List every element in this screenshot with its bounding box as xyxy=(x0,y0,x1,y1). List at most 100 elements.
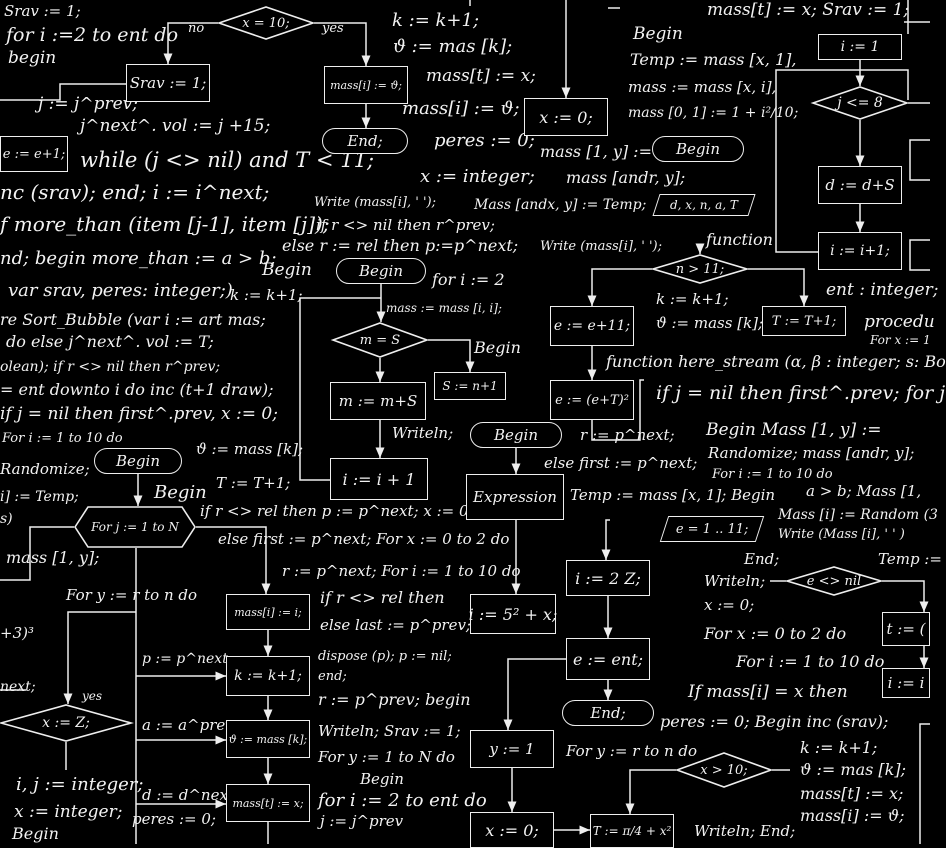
code-line-t57: r := p^next; For i := 1 to 10 do xyxy=(282,562,521,580)
flow-node-label: e := e+11; xyxy=(553,318,631,334)
code-line-t6: k := k+1; xyxy=(392,10,480,31)
code-line-t73: Write (mass[i], ' '); xyxy=(540,239,662,254)
flow-node-rect-b27: i := 2 Z; xyxy=(566,560,650,596)
code-line-t81: Temp := mass [x, 1]; Begin xyxy=(570,486,776,504)
flow-node-rect-b11: d := d+S xyxy=(818,166,902,204)
code-line-t24: nd; begin more_than := a > b; xyxy=(0,248,277,269)
code-line-t83: Randomize; mass [andr, y]; xyxy=(708,444,915,462)
code-line-t70: d := d^next; xyxy=(142,786,240,804)
code-line-t43: yes xyxy=(82,689,103,703)
flow-node-label: e := ent; xyxy=(572,649,644,669)
code-line-t34: Randomize; xyxy=(0,460,90,478)
flow-node-border: e := e+11; xyxy=(550,306,634,346)
code-line-t82: Begin Mass [1, y] := xyxy=(706,420,882,440)
flow-node-pill-b23: Begin xyxy=(94,448,182,474)
flow-node-label: ϑ := mass [k]; xyxy=(228,732,308,746)
code-line-t25: var srav, peres: integer;) xyxy=(8,280,233,301)
flow-node-label: i := i + 1 xyxy=(342,469,416,489)
code-line-t35: T := T+1; xyxy=(216,474,291,492)
flow-node-border: e := ent; xyxy=(566,638,650,680)
flow-node-rect-b21: e := (e+T)² xyxy=(550,380,634,420)
flow-node-pill-b13: Begin xyxy=(336,258,426,284)
flow-node-label: Begin xyxy=(676,140,720,158)
flow-node-label: e := e+1; xyxy=(2,146,66,162)
code-line-t31: if j = nil then first^.prev, x := 0; xyxy=(0,404,278,424)
flow-node-rect-b31: t := ( xyxy=(882,612,930,646)
flow-node-label: x = 10; xyxy=(242,15,290,31)
flow-node-label: t := ( xyxy=(886,620,926,638)
code-line-t78: if j = nil then first^.prev; for j xyxy=(656,382,946,404)
flow-node-border: e := (e+T)² xyxy=(550,380,634,420)
flow-node-label: n > 11; xyxy=(675,261,725,277)
code-line-t58: if r <> rel then xyxy=(320,588,445,607)
flow-node-rect-b42: T := π/4 + x² xyxy=(590,814,674,848)
flow-node-label: i := 5² + x; xyxy=(468,604,558,624)
code-line-t15: mass := mass [x, i], xyxy=(628,78,777,96)
flow-node-rect-b32: e := ent; xyxy=(566,638,650,680)
flow-node-label: i := i+1; xyxy=(830,243,890,259)
flow-node-border: Begin xyxy=(94,448,182,474)
flow-node-rect-b33: k := k+1; xyxy=(226,656,310,696)
code-line-t53: Begin xyxy=(474,338,521,357)
flow-node-label: y := 1 xyxy=(489,740,535,758)
code-line-t104: For x := 1 xyxy=(870,333,931,347)
code-line-t23: f more_than (item [j-1], item [j]); xyxy=(0,212,330,236)
flow-node-diamond-b18: n > 11; xyxy=(650,254,750,284)
flow-node-border: End; xyxy=(562,700,654,726)
flow-node-label: x > 10; xyxy=(700,762,748,778)
code-line-t11: x := integer; xyxy=(420,166,535,187)
code-line-t1: Srav := 1; xyxy=(4,2,81,20)
code-line-t90: Writeln; xyxy=(704,572,766,590)
flow-node-diamond-b39: x > 10; xyxy=(674,752,774,788)
code-line-t68: p := p^next; xyxy=(142,651,233,667)
flow-node-label: e := (e+T)² xyxy=(555,392,629,408)
flow-node-border: i := i xyxy=(882,668,930,698)
code-line-t69: a := a^prev; xyxy=(142,716,239,734)
flow-node-rect-b29: mass[i] := i; xyxy=(226,594,310,630)
code-line-t96: k := k+1; xyxy=(800,738,878,757)
code-line-t36: Begin xyxy=(154,482,207,503)
code-line-t92: For x := 0 to 2 do xyxy=(704,624,847,643)
flow-node-border: mass[t] := x; xyxy=(226,784,310,822)
code-line-t85: a > b; Mass [1, xyxy=(806,482,922,500)
flow-node-rect-b19: e := e+11; xyxy=(550,306,634,346)
code-line-t51: for i := 2 xyxy=(432,270,505,289)
flow-node-rect-b9: i := 1 xyxy=(818,34,902,60)
flow-node-border: m := m+S xyxy=(330,382,426,420)
flow-node-border: End; xyxy=(322,128,408,154)
flow-node-border: Begin xyxy=(652,136,744,162)
code-line-t37: i] := Temp; xyxy=(0,489,79,505)
code-line-t42: next; xyxy=(0,679,36,695)
code-line-t99: mass[i] := ϑ; xyxy=(800,806,905,825)
code-line-t95: peres := 0; Begin inc (srav); xyxy=(660,712,889,731)
flow-node-border: k := k+1; xyxy=(226,656,310,696)
code-line-t17: mass [1, y] := xyxy=(540,142,652,161)
flow-node-label: For j := 1 to N xyxy=(91,520,179,534)
code-line-t63: Writeln; Srav := 1; xyxy=(318,722,461,740)
code-line-t80: else first := p^next; xyxy=(544,454,698,472)
code-line-t26: k := k+1; xyxy=(230,286,303,304)
code-line-t60: dispose (p); p := nil; xyxy=(318,649,452,664)
flow-node-label: Begin xyxy=(116,452,160,470)
code-line-t75: k := k+1; xyxy=(656,290,729,308)
flow-node-rect-b3: mass[i] := ϑ; xyxy=(324,66,408,104)
flow-node-label: e = 1 .. 11; xyxy=(675,521,749,537)
flow-node-label: i := 1 xyxy=(840,39,880,55)
flow-node-diamond-b10: j <= 8 xyxy=(810,86,910,120)
code-line-t9: mass[i] := ϑ; xyxy=(402,98,520,119)
flow-node-pill-b35: End; xyxy=(562,700,654,726)
code-line-t77: function here_stream (α, β : integer; s:… xyxy=(606,352,946,371)
code-line-t59: else last := p^prev; xyxy=(320,616,471,634)
code-line-t32: For i := 1 to 10 do xyxy=(2,431,123,446)
flow-node-hex-b25: For j := 1 to N xyxy=(74,506,196,548)
flow-node-border: S := n+1 xyxy=(434,372,506,400)
code-line-t67: j := j^prev xyxy=(320,812,404,830)
flow-node-border: i := 5² + x; xyxy=(468,594,558,634)
code-line-t4: no xyxy=(188,21,205,36)
code-line-t28: do else j^next^. vol := T; xyxy=(6,332,214,351)
flow-node-border: mass[i] := i; xyxy=(226,594,310,630)
flow-node-border: x := 0; xyxy=(470,812,554,848)
flow-node-label: T := T+1; xyxy=(771,313,837,329)
flow-node-rect-b40: mass[t] := x; xyxy=(226,784,310,822)
